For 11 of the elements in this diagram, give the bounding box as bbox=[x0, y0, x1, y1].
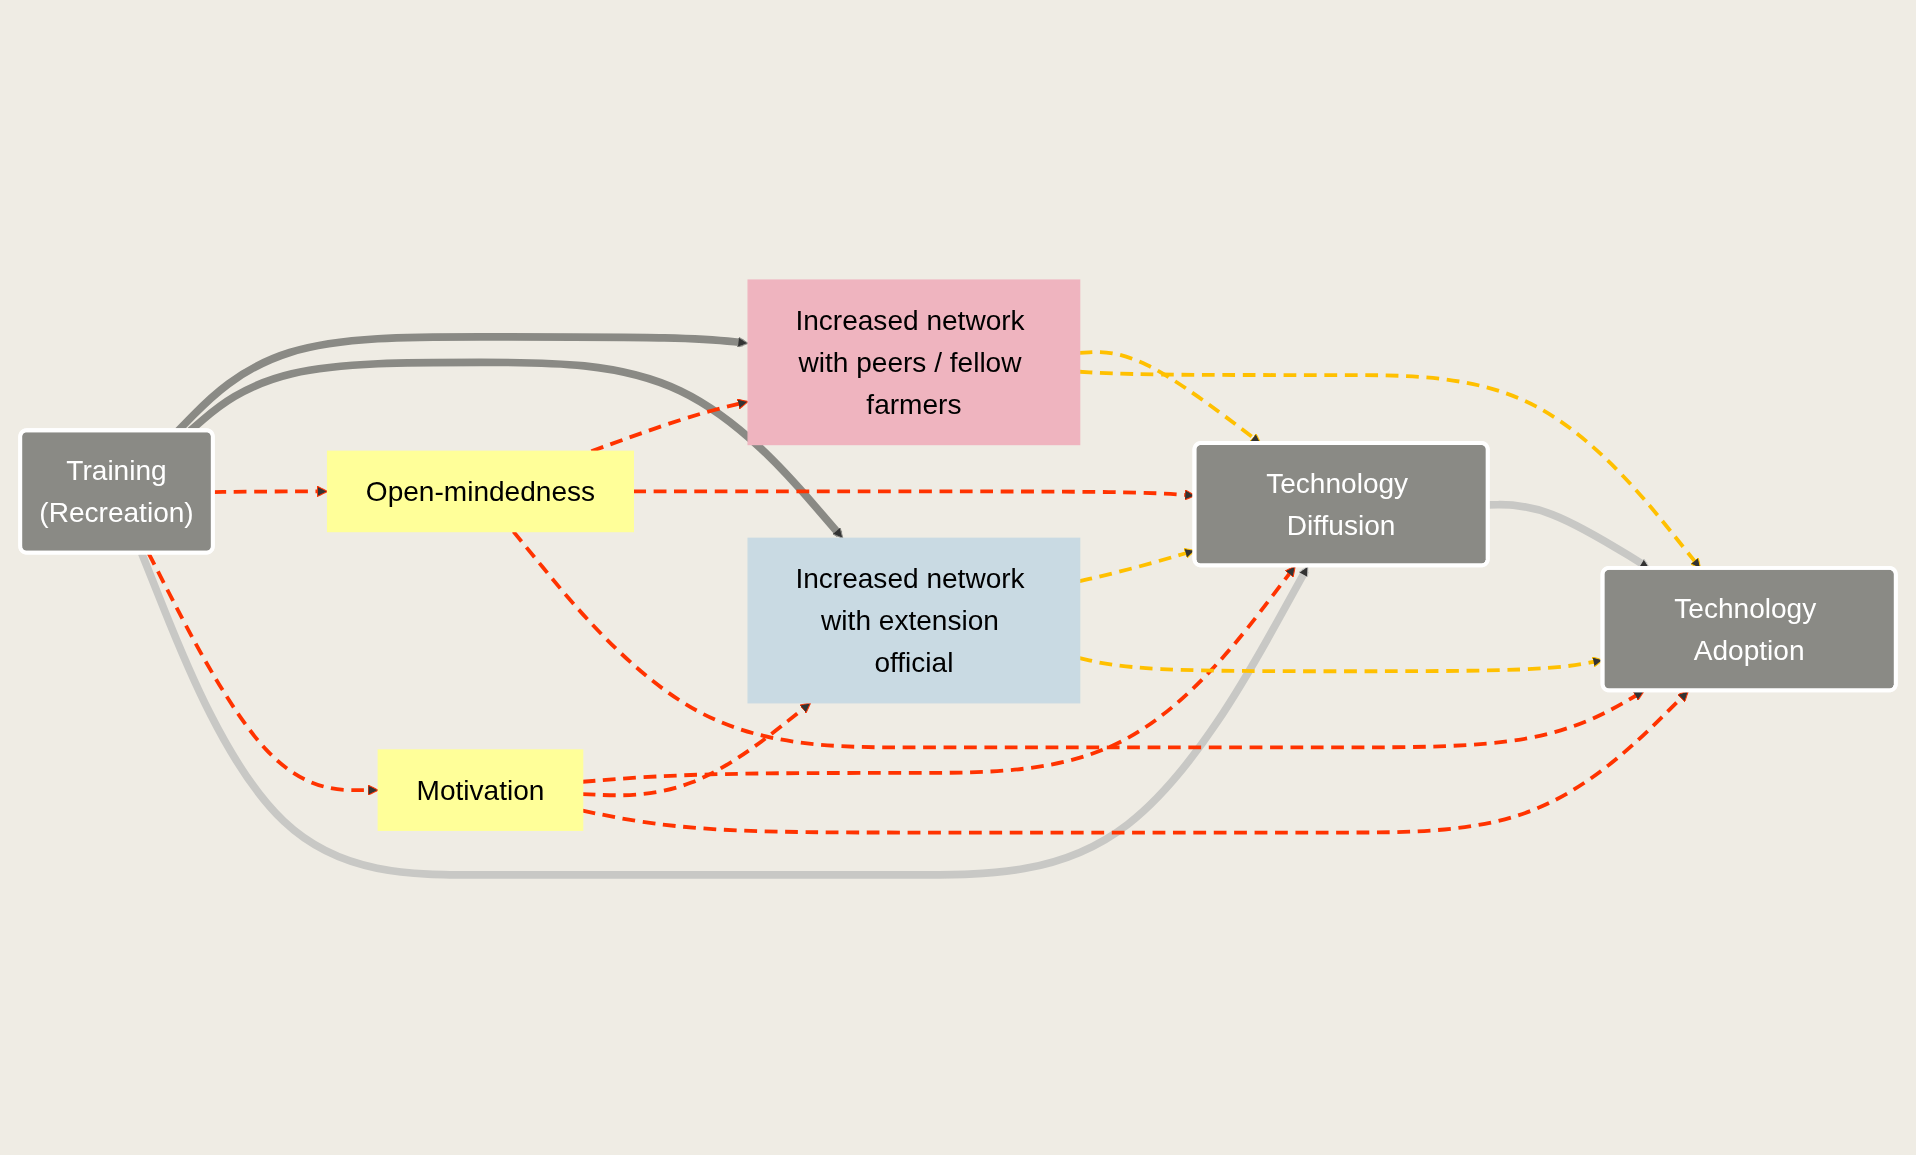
node-box: Open-mindedness bbox=[326, 450, 634, 533]
arrow bbox=[1079, 369, 1702, 570]
arrow bbox=[512, 530, 1645, 750]
node-box: Increased network with extension official bbox=[747, 537, 1081, 704]
arrow bbox=[582, 565, 1296, 784]
arrow bbox=[582, 690, 1689, 835]
arrow bbox=[582, 702, 812, 798]
arrow bbox=[146, 552, 379, 796]
node-box: Increased network with peers / fellow farmers bbox=[747, 279, 1081, 446]
arrow bbox=[187, 358, 844, 539]
node-box: Motivation bbox=[377, 749, 584, 831]
